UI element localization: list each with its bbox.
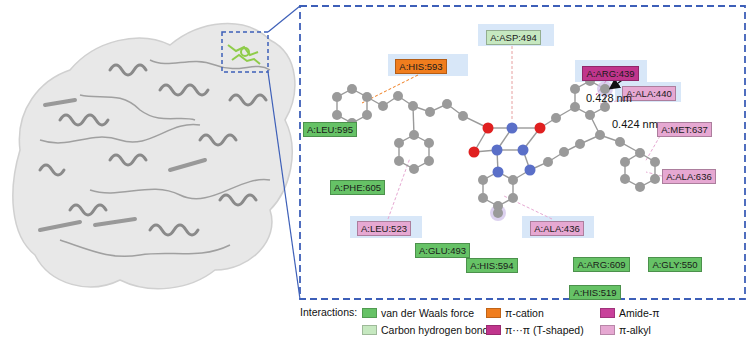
residue-box: A:HIS:594 [466,258,518,273]
residue-label: A:GLU:493 [419,246,466,256]
distance-label: 0.428 nm [586,92,632,104]
interaction-line [362,46,662,219]
legend-text: Amide-π [619,307,660,319]
protein-cartoon [13,24,295,289]
residue-box: A:GLY:550 [648,257,702,272]
residue-label: A:LEU:523 [361,224,407,234]
legend-swatch [486,308,501,318]
zoom-line [268,72,300,299]
residue-label: A:HIS:594 [470,261,513,271]
distance-label: 0.424 nm [612,118,658,130]
legend-swatch [486,325,501,335]
ligand-pocket [228,45,260,64]
residue-label: A:ALA:436 [534,224,579,234]
residue-label: A:PHE:605 [334,183,381,193]
residue-box: A:ARG:609 [573,257,630,272]
legend-swatch [600,308,615,318]
residue-label: A:ASP:494 [490,33,536,43]
zoom-box [222,32,268,72]
residue-box: A:LEU:523 [357,221,411,236]
residue-label: A:HIS:593 [399,62,442,72]
residue-box: A:ALA:636 [662,169,716,184]
residue-box: A:ALA:436 [530,221,584,236]
residue-label: A:ARG:609 [577,260,625,270]
legend-text: van der Waals force [381,307,474,319]
legend-text: Carbon hydrogen bond [381,324,488,336]
residue-label: A:GLY:550 [652,260,697,270]
residue-box: A:LEU:595 [303,122,357,137]
residue-box: A:HIS:593 [395,59,447,74]
legend-swatch [362,325,377,335]
residue-label: A:ALA:636 [666,172,711,182]
residue-box: A:ASP:494 [486,30,541,45]
legend-swatch [362,308,377,318]
legend-text: π-alkyl [619,324,651,336]
ligand-atoms [332,76,660,221]
legend-heading: Interactions: [300,306,357,318]
residue-label: A:ARG:439 [586,69,634,79]
residue-label: A:HIS:519 [573,288,616,298]
legend-swatch [600,325,615,335]
residue-label: A:ALA:440 [626,89,671,99]
residue-label: A:LEU:595 [307,125,353,135]
zoom-panel [300,6,745,299]
residue-label: A:MET:637 [661,125,707,135]
legend-text: π-cation [505,307,544,319]
legend-text: π···π (T-shaped) [505,324,584,336]
residue-halo [350,24,681,238]
residue-box: A:MET:637 [657,122,712,137]
residue-box: A:PHE:605 [330,180,385,195]
residue-box: A:ARG:439 [582,66,639,81]
zoom-line [268,6,300,32]
residue-box: A:HIS:519 [569,285,621,300]
residue-box: A:GLU:493 [415,243,470,258]
